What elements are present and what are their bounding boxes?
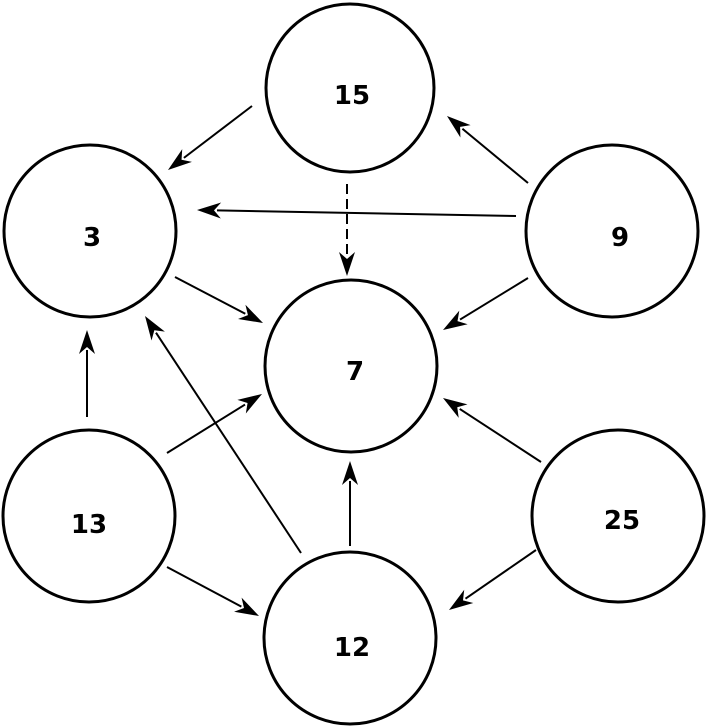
node-12-circle (262, 550, 438, 726)
node-7-label: 7 (346, 357, 364, 387)
edge-15-to-3-line (183, 105, 253, 159)
node-7-circle (263, 278, 439, 454)
edge-3-to-7 (174, 276, 263, 323)
edges-layer (79, 105, 542, 616)
edge-9-to-3-line (216, 209, 517, 217)
edge-13-to-12 (166, 566, 259, 616)
edge-9-to-7-arrowhead (443, 310, 468, 330)
node-3: 3 (2, 143, 178, 319)
edge-13-to-7-line (166, 403, 246, 454)
edge-25-to-7-line (459, 408, 542, 463)
edge-13-to-3-arrowhead (79, 330, 95, 354)
edge-15-to-7-arrowhead (339, 252, 355, 276)
node-13: 13 (1, 428, 177, 604)
edge-3-to-7-arrowhead (238, 304, 263, 323)
edge-9-to-7 (443, 277, 529, 330)
node-3-circle (2, 143, 178, 319)
edge-15-to-7 (339, 184, 355, 276)
edge-25-to-12-line (464, 549, 537, 600)
node-13-label: 13 (71, 510, 107, 540)
edge-13-to-3 (79, 330, 95, 417)
node-13-circle (1, 428, 177, 604)
edge-9-to-15 (447, 116, 529, 184)
edge-12-to-3 (145, 316, 302, 554)
node-15: 15 (264, 2, 436, 174)
edge-3-to-7-line (174, 276, 246, 315)
edge-15-to-3-arrowhead (168, 149, 192, 170)
edge-13-to-7-arrowhead (237, 394, 262, 414)
edge-12-to-3-line (155, 332, 302, 554)
edge-9-to-3 (197, 202, 517, 219)
edge-9-to-7-line (459, 277, 529, 321)
edge-12-to-7 (342, 461, 358, 546)
node-15-label: 15 (334, 81, 370, 111)
edge-9-to-15-arrowhead (447, 116, 471, 138)
edge-25-to-7 (443, 398, 542, 463)
edge-13-to-12-arrowhead (234, 597, 259, 616)
edge-13-to-7 (166, 394, 262, 454)
node-12-label: 12 (334, 633, 370, 663)
node-9-label: 9 (611, 223, 629, 253)
edge-25-to-7-arrowhead (443, 398, 468, 418)
node-7: 7 (263, 278, 439, 454)
edge-25-to-12-arrowhead (449, 589, 474, 610)
node-25: 25 (530, 428, 706, 604)
edge-12-to-3-arrowhead (145, 316, 165, 341)
edge-25-to-12 (449, 549, 537, 610)
node-9: 9 (524, 143, 700, 319)
node-25-label: 25 (604, 506, 640, 536)
node-25-circle (530, 428, 706, 604)
edge-9-to-3-arrowhead (197, 202, 222, 219)
node-9-circle (524, 143, 700, 319)
node-3-label: 3 (83, 223, 101, 253)
edge-13-to-12-line (166, 566, 242, 608)
edge-12-to-7-arrowhead (342, 461, 358, 485)
edge-15-to-3 (168, 105, 253, 170)
node-12: 12 (262, 550, 438, 726)
edge-9-to-15-line (461, 127, 529, 184)
node-15-circle (264, 2, 436, 174)
